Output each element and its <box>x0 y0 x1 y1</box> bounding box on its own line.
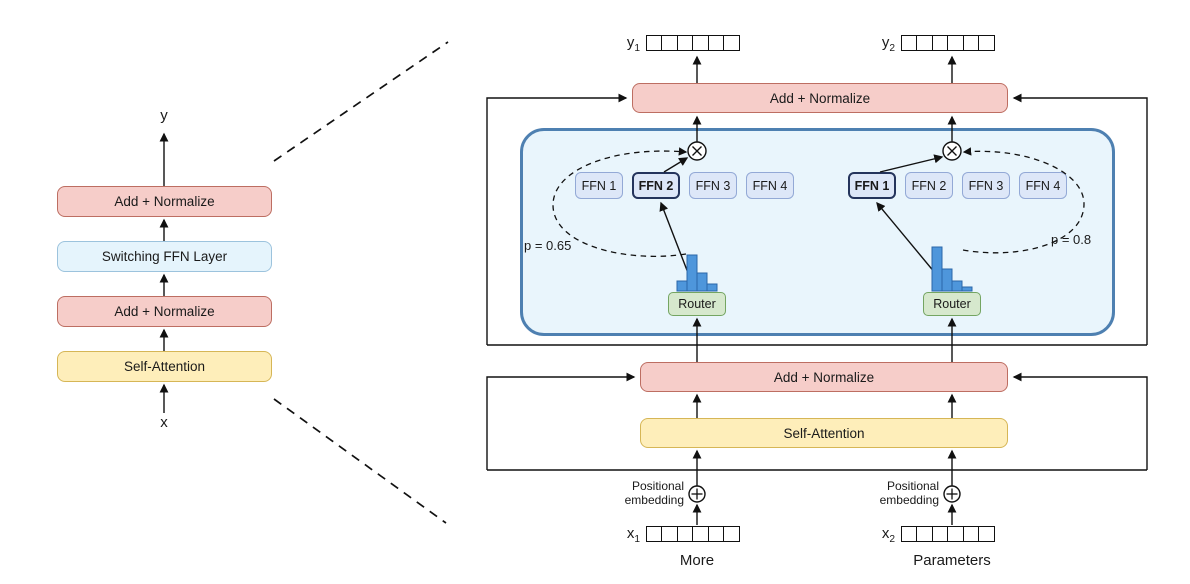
zoom-connector-bottom <box>273 398 447 524</box>
overview-add-normalize-top: Add + Normalize <box>57 186 272 217</box>
token-row-y2 <box>901 35 996 51</box>
ffn-expert-left-3: FFN 3 <box>689 172 737 199</box>
token-row-y1 <box>646 35 741 51</box>
input-token-label-x1: x1 <box>626 525 640 545</box>
token-cell <box>723 526 741 542</box>
overview-output-label: y <box>160 107 168 124</box>
overview-self-attention: Self-Attention <box>57 351 272 382</box>
router-right: Router <box>923 292 981 316</box>
caption-parameters: Parameters <box>913 552 991 569</box>
overview-switching-ffn-layer: Switching FFN Layer <box>57 241 272 272</box>
ffn-expert-left-1: FFN 1 <box>575 172 623 199</box>
router-left: Router <box>668 292 726 316</box>
ffn-expert-right-4: FFN 4 <box>1019 172 1067 199</box>
positional-add-icon-right <box>943 485 961 503</box>
token-row-x1 <box>646 526 741 542</box>
token-cell <box>978 35 996 51</box>
output-token-label-y1: y1 <box>626 34 640 54</box>
token-cell <box>978 526 996 542</box>
caption-more: More <box>679 552 715 569</box>
ffn-expert-left-4: FFN 4 <box>746 172 794 199</box>
switching-ffn-container <box>520 128 1115 336</box>
zoom-connector-top <box>273 41 449 162</box>
ffn-expert-left-2: FFN 2 <box>632 172 680 199</box>
zoom-connectors <box>273 41 449 524</box>
positional-embedding-label-left: Positional embedding <box>624 479 684 508</box>
token-cell <box>723 35 741 51</box>
probability-label-right: p = 0.8 <box>1051 232 1092 247</box>
positional-add-icon-left <box>688 485 706 503</box>
ffn-expert-right-1: FFN 1 <box>848 172 896 199</box>
output-token-label-y2: y2 <box>881 34 895 54</box>
detail-self-attention: Self-Attention <box>640 418 1008 448</box>
detail-add-normalize-top: Add + Normalize <box>632 83 1008 113</box>
probability-label-left: p = 0.65 <box>524 238 572 253</box>
positional-embedding-label-right: Positional embedding <box>879 479 939 508</box>
overview-add-normalize-bottom: Add + Normalize <box>57 296 272 327</box>
ffn-expert-right-2: FFN 2 <box>905 172 953 199</box>
token-row-x2 <box>901 526 996 542</box>
overview-input-label: x <box>160 414 168 431</box>
detail-add-normalize-mid: Add + Normalize <box>640 362 1008 392</box>
ffn-expert-right-3: FFN 3 <box>962 172 1010 199</box>
input-token-label-x2: x2 <box>881 525 895 545</box>
